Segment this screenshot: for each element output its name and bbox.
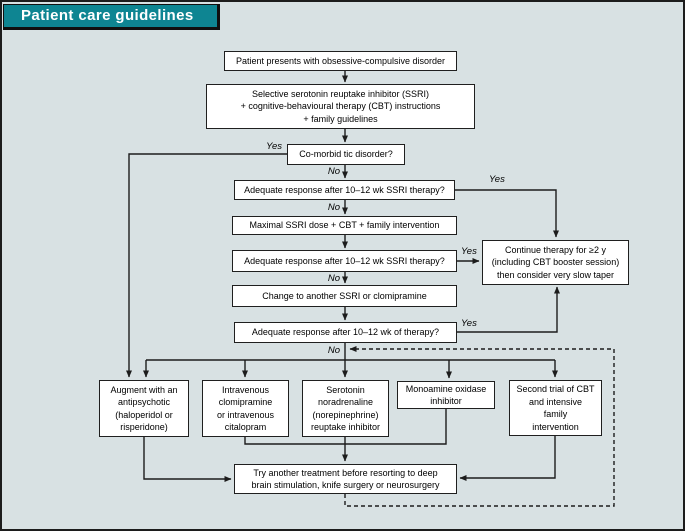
node-change-ssri-clomipramine: Change to another SSRI or clomipramine	[232, 285, 457, 307]
node-snri: Serotonin noradrenaline (norepinephrine)…	[302, 380, 389, 437]
node-ssri-cbt-family: Selective serotonin reuptake inhibitor (…	[206, 84, 475, 129]
figure-title: Patient care guidelines	[3, 4, 220, 30]
edge-resp1-yes	[455, 189, 559, 238]
edge-cbt2-to-try	[459, 436, 556, 481]
label-resp3-no: No	[327, 345, 340, 356]
node-comorbid-tic: Co-morbid tic disorder?	[287, 144, 405, 165]
edge-maoi-join	[345, 409, 447, 445]
node-continue-therapy: Continue therapy for ≥2 y (including CBT…	[482, 240, 629, 285]
label-tic-no: No	[327, 166, 340, 177]
node-augment-antipsychotic: Augment with an antipsychotic (haloperid…	[99, 380, 189, 437]
node-maoi: Monoamine oxidase inhibitor	[397, 381, 495, 409]
label-resp2-yes: Yes	[461, 246, 477, 257]
edge-augment-to-try	[143, 437, 232, 482]
node-try-another-treatment: Try another treatment before resorting t…	[234, 464, 457, 494]
label-resp3-yes: Yes	[461, 318, 477, 329]
edge-resp3-yes	[457, 286, 560, 333]
node-maximal-ssri-dose: Maximal SSRI dose + CBT + family interve…	[232, 216, 457, 235]
label-resp1-no: No	[327, 202, 340, 213]
edge-try-feedback-loop	[344, 346, 615, 507]
node-adequate-response-2: Adequate response after 10–12 wk SSRI th…	[232, 250, 457, 272]
node-patient-presents: Patient presents with obsessive-compulsi…	[224, 51, 457, 71]
label-resp2-no: No	[327, 273, 340, 284]
label-resp1-yes: Yes	[489, 174, 505, 185]
node-adequate-response-1: Adequate response after 10–12 wk SSRI th…	[234, 180, 455, 200]
edge-tic-yes	[126, 153, 287, 378]
node-second-cbt-trial: Second trial of CBT and intensive family…	[509, 380, 602, 436]
label-tic-yes: Yes	[266, 141, 282, 152]
node-adequate-response-3: Adequate response after 10–12 wk of ther…	[234, 322, 457, 343]
node-intravenous: Intravenous clomipramine or intravenous …	[202, 380, 289, 437]
edge-iv-join	[244, 437, 345, 445]
